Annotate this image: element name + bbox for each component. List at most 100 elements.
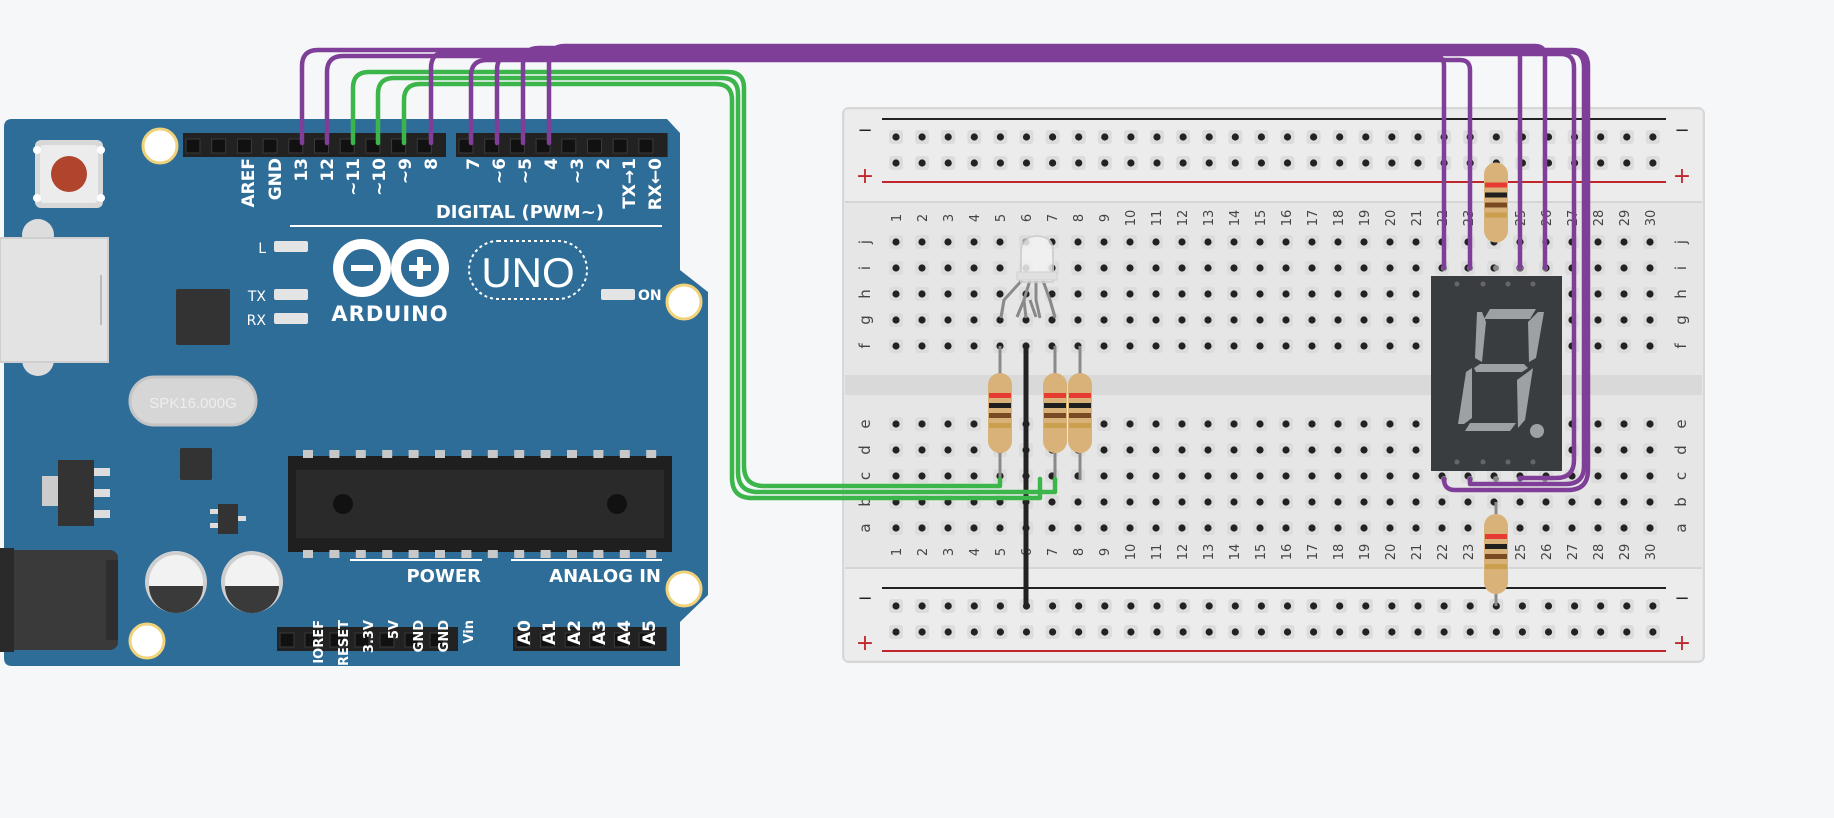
- reset-button[interactable]: [33, 140, 105, 208]
- header-pin[interactable]: [279, 632, 295, 648]
- breadboard-hole-center: [1230, 472, 1238, 480]
- breadboard-hole-center: [1386, 446, 1394, 454]
- breadboard-hole-center: [1283, 602, 1292, 610]
- header-pin[interactable]: [304, 632, 320, 648]
- power-header[interactable]: [277, 627, 458, 651]
- wire-pin6[interactable]: [494, 51, 1577, 482]
- wires[interactable]: [299, 43, 1591, 501]
- resistor[interactable]: [988, 346, 1012, 480]
- header-pin[interactable]: [587, 138, 602, 154]
- column-label: 7: [1046, 548, 1061, 556]
- breadboard-hole-center: [892, 290, 900, 298]
- column-label: 21: [1410, 210, 1425, 227]
- rgb-led[interactable]: [999, 234, 1058, 319]
- resistor[interactable]: [1068, 346, 1092, 480]
- breadboard-hole-center: [1308, 498, 1316, 506]
- mounting-hole: [141, 127, 179, 165]
- resistor[interactable]: [1043, 346, 1067, 480]
- wire-pin8[interactable]: [428, 49, 1587, 487]
- header-pin[interactable]: [561, 138, 577, 154]
- column-label: 17: [1306, 210, 1321, 227]
- breadboard-hole-center: [892, 420, 900, 428]
- resistors[interactable]: [988, 162, 1508, 607]
- breadboard-hole-center: [1100, 498, 1108, 506]
- resistor-band: [1485, 202, 1507, 208]
- display-pin: [1454, 459, 1460, 465]
- header-pin[interactable]: [288, 138, 304, 154]
- chip-pin: [355, 450, 366, 458]
- breadboard-hole-center: [1362, 159, 1370, 167]
- digital-header-left[interactable]: [183, 133, 446, 157]
- green-wires[interactable]: [350, 69, 1058, 501]
- header-pin[interactable]: [262, 138, 278, 154]
- wire-pin7[interactable]: [468, 57, 1473, 271]
- breadboard-hole-center: [944, 159, 952, 167]
- resistor[interactable]: [1484, 162, 1508, 243]
- chip-pin: [461, 550, 472, 558]
- header-pin[interactable]: [379, 632, 395, 648]
- wire-pin13[interactable]: [299, 47, 1591, 493]
- header-pin[interactable]: [515, 632, 531, 648]
- header-pin[interactable]: [404, 632, 420, 648]
- breadboard-hole-center: [944, 133, 952, 141]
- header-pin[interactable]: [564, 632, 580, 648]
- row-label: j: [856, 240, 874, 245]
- breadboard-hole-center: [1126, 316, 1134, 324]
- column-label: 13: [1202, 544, 1217, 561]
- header-pin[interactable]: [638, 138, 654, 154]
- arduino-board[interactable]: SPK16.000G ARDUINO: [0, 119, 708, 666]
- breadboard-hole-center: [1257, 159, 1265, 167]
- digital-header-right[interactable]: [456, 133, 668, 157]
- breadboard-hole-center: [1386, 420, 1394, 428]
- breadboard-hole-center: [1360, 498, 1368, 506]
- header-pin[interactable]: [211, 138, 227, 154]
- breadboard-holes[interactable]: [889, 130, 1660, 639]
- rgb-led-leg: [1022, 279, 1032, 319]
- column-label: 14: [1228, 544, 1243, 561]
- header-pin[interactable]: [612, 138, 628, 154]
- crystal-oscillator: SPK16.000G: [128, 375, 258, 427]
- header-pin[interactable]: [613, 632, 629, 648]
- breadboard-hole-center: [918, 420, 926, 428]
- seven-segment-display[interactable]: [1431, 265, 1562, 482]
- breadboard-hole-center: [1620, 524, 1628, 532]
- header-pin[interactable]: [589, 632, 605, 648]
- header-pin[interactable]: [535, 138, 551, 154]
- display-pin: [1505, 459, 1511, 465]
- header-pin[interactable]: [416, 138, 432, 154]
- header-pin[interactable]: [339, 138, 355, 154]
- breadboard-hole-center: [1101, 133, 1109, 141]
- header-pin[interactable]: [540, 632, 556, 648]
- breadboard-hole-center: [1308, 316, 1316, 324]
- purple-wires[interactable]: [299, 43, 1591, 493]
- breadboard-hole-center: [1334, 524, 1342, 532]
- header-pin[interactable]: [236, 138, 252, 154]
- breadboard-hole-center: [1100, 264, 1108, 272]
- digital-label: DIGITAL (PWM~): [436, 202, 604, 223]
- chip-pin: [487, 450, 498, 458]
- breadboard-hole-center: [1646, 264, 1654, 272]
- wire-pin10[interactable]: [375, 75, 1058, 495]
- header-pin[interactable]: [185, 138, 201, 154]
- header-pin[interactable]: [354, 632, 370, 648]
- wire-pin9[interactable]: [401, 81, 1043, 501]
- wire-pin11[interactable]: [350, 69, 1003, 489]
- resistor[interactable]: [1484, 502, 1508, 606]
- header-pin[interactable]: [638, 632, 654, 648]
- breadboard-hole-center: [1308, 342, 1316, 350]
- breadboard-hole-center: [1597, 628, 1605, 636]
- breadboard-hole-center: [1256, 316, 1264, 324]
- breadboard-hole-center: [1152, 524, 1160, 532]
- header-pin[interactable]: [329, 632, 345, 648]
- breadboard-hole-center: [1049, 628, 1057, 636]
- breadboard-hole-center: [944, 524, 952, 532]
- header-pin[interactable]: [429, 632, 445, 648]
- column-label: 9: [1098, 214, 1113, 222]
- analog-header[interactable]: [513, 627, 667, 651]
- column-label: 15: [1254, 210, 1269, 227]
- chip-pin: [303, 550, 313, 558]
- row-label: b: [856, 497, 874, 507]
- uno-badge: [468, 240, 588, 300]
- wire-pin4[interactable]: [546, 43, 1548, 271]
